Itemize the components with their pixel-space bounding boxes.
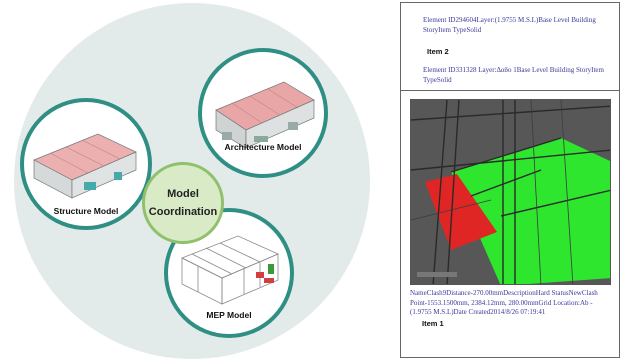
element-1-details: Element ID294604Layer:(1.9755 M.S.L)Base… [423, 16, 596, 34]
structure-model-circle: Structure Model [20, 98, 152, 230]
model-coordination-diagram: Architecture Model Structure Model [14, 3, 370, 359]
element-2-details: Element ID331328 Layer:Δαδο 1Base Level … [423, 66, 604, 84]
mep-model-image [181, 235, 279, 305]
mep-model-circle: MEP Model [164, 208, 294, 338]
element-details-section: Element ID294604Layer:(1.9755 M.S.L)Base… [401, 3, 619, 91]
architecture-model-circle: Architecture Model [198, 48, 328, 178]
clash-report-panel: Element ID294604Layer:(1.9755 M.S.L)Base… [400, 2, 620, 358]
structure-model-image [33, 133, 137, 199]
mep-model-label: MEP Model [206, 310, 252, 320]
architecture-model-image [215, 81, 315, 149]
model-coordination-center: Model Coordination [142, 162, 224, 244]
clash-details-body: NameClash9Distance-270.00mmDescriptionHa… [410, 289, 598, 316]
clash-3d-viewport[interactable] [410, 99, 611, 285]
center-label-line2: Coordination [148, 206, 218, 218]
clash-details-text: NameClash9Distance-270.00mmDescriptionHa… [410, 289, 610, 328]
structure-model-label: Structure Model [53, 206, 119, 216]
item-1-label: Item 1 [422, 318, 444, 328]
clash-3d-scene [411, 100, 610, 284]
center-label-line1: Model [167, 188, 199, 200]
architecture-model-label: Architecture Model [224, 142, 302, 152]
item-2-label: Item 2 [427, 47, 449, 56]
